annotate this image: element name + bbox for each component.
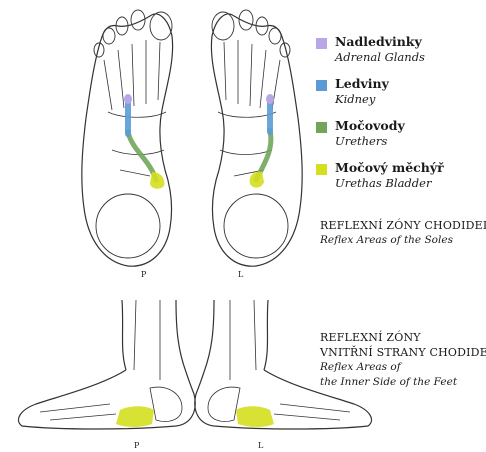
- legend-title: Ledviny: [335, 76, 389, 91]
- legend-subtitle: Urethers: [335, 134, 387, 148]
- left-inner-leg-outline: [204, 300, 268, 372]
- legend-swatch: [316, 38, 327, 49]
- left-sole-foot: [211, 10, 302, 266]
- sole-left-label: L: [238, 270, 243, 279]
- legend-subtitle: Kidney: [335, 92, 375, 106]
- legend-item: LedvinyKidney: [316, 76, 481, 118]
- right-adrenal-zone: [124, 94, 132, 104]
- inner-caption: REFLEXNÍ ZÓNY VNITŘNÍ STRANY CHODIDEL Re…: [320, 330, 486, 390]
- legend-item: NadledvinkyAdrenal Glands: [316, 34, 481, 76]
- inner-title-line1: REFLEXNÍ ZÓNY: [320, 330, 486, 345]
- legend-item: MočovodyUrethers: [316, 118, 481, 160]
- right-inner-foot-outline: [18, 370, 195, 429]
- inner-subtitle-line1: Reflex Areas of: [320, 360, 486, 375]
- right-inner-side-foot: [18, 300, 195, 429]
- inner-right-label: P: [134, 441, 139, 450]
- legend-title: Nadledvinky: [335, 34, 422, 49]
- legend-swatch: [316, 80, 327, 91]
- inner-subtitle-line2: the Inner Side of the Feet: [320, 375, 486, 390]
- left-adrenal-zone: [266, 94, 274, 104]
- legend: NadledvinkyAdrenal GlandsLedvinyKidneyMo…: [316, 34, 481, 202]
- soles-caption: REFLEXNÍ ZÓNY CHODIDEL Reflex Areas of t…: [320, 218, 486, 248]
- legend-item: Močový měchýřUrethas Bladder: [316, 160, 481, 202]
- legend-title: Močovody: [335, 118, 405, 133]
- legend-swatch: [316, 164, 327, 175]
- legend-subtitle: Urethas Bladder: [335, 176, 431, 190]
- soles-subtitle: Reflex Areas of the Soles: [320, 233, 486, 248]
- legend-swatch: [316, 122, 327, 133]
- sole-right-label: P: [141, 270, 146, 279]
- inner-title-line2: VNITŘNÍ STRANY CHODIDEL: [320, 345, 486, 360]
- right-sole-outline: [82, 14, 173, 266]
- right-sole-foot: [82, 10, 173, 266]
- legend-subtitle: Adrenal Glands: [335, 50, 425, 64]
- right-inner-bones: [40, 300, 182, 422]
- left-inner-bladder-zone: [236, 406, 274, 427]
- inner-left-label: L: [258, 441, 263, 450]
- left-sole-outline: [211, 14, 302, 266]
- soles-title: REFLEXNÍ ZÓNY CHODIDEL: [320, 218, 486, 233]
- legend-title: Močový měchýř: [335, 160, 444, 175]
- right-inner-leg-outline: [122, 300, 186, 372]
- right-inner-bladder-zone: [116, 406, 154, 427]
